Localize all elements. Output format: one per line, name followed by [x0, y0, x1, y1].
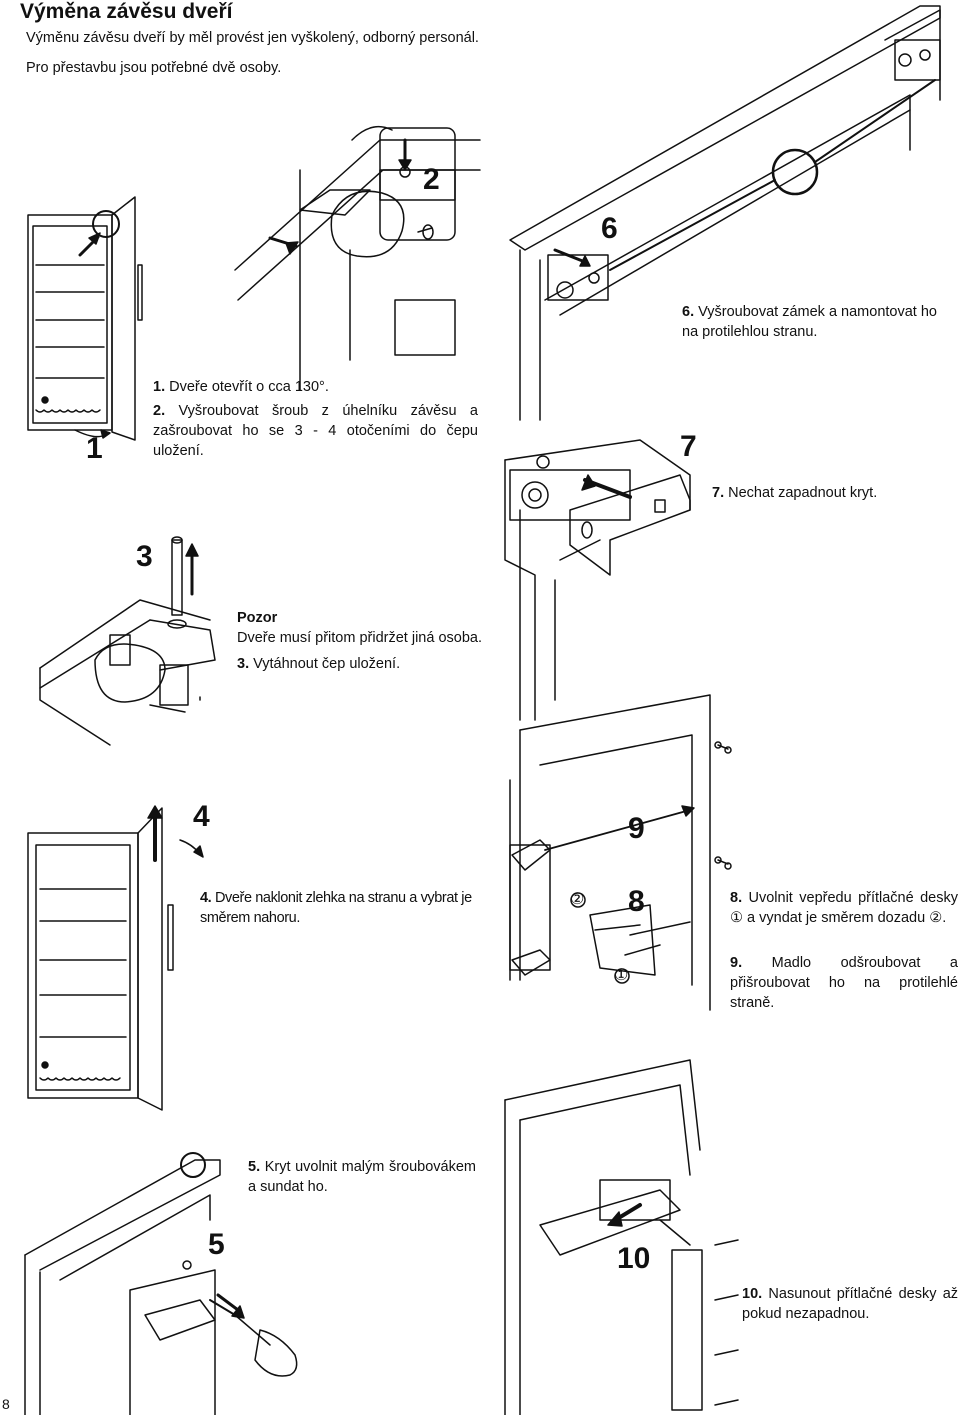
step-5-caption: 5. Kryt uvolnit malým šroubovákem a sund… — [248, 1159, 477, 1195]
page-number: 8 — [2, 1396, 10, 1412]
warning-box: Pozor Dveře musí přitom přidržet jiná os… — [237, 608, 482, 674]
step-2-caption: 2. Vyšroubovat šroub z úhelníku závěsu a… — [153, 403, 478, 459]
figure-label-3: 3 — [136, 540, 153, 573]
warning-heading: Pozor — [237, 610, 278, 626]
figure-mark-2: ② — [570, 891, 585, 908]
warning-text: Dveře musí přitom přidržet jiná osoba. — [237, 630, 482, 646]
figure-3-pin — [39, 536, 216, 746]
figure-2-hinge-screw — [234, 125, 481, 391]
figure-4-door-lift — [27, 805, 204, 1111]
figure-9-handle — [509, 694, 732, 1011]
figure-label-6: 6 — [601, 212, 618, 245]
figure-label-1: 1 — [86, 432, 103, 465]
step-8-caption: 8. Uvolnit vepředu přítlačné desky ① a v… — [730, 890, 958, 926]
step-9-caption: 9. Madlo odšroubovat a přišroubovat ho n… — [730, 955, 958, 1011]
figure-mark-1: ① — [614, 967, 629, 984]
intro-block: Výměnu závěsu dveří by měl provést jen v… — [26, 28, 481, 88]
figure-1-fridge-open — [27, 196, 143, 441]
figure-label-5: 5 — [208, 1228, 225, 1261]
figure-6-top-lock — [509, 5, 941, 421]
step-4-caption: 4. Dveře naklonit zlehka na stranu a vyb… — [200, 890, 472, 926]
figure-5-screwdriver — [24, 1152, 298, 1415]
figure-label-7: 7 — [680, 430, 697, 463]
step-1-caption: 1. Dveře otevřít o cca 130°. — [153, 379, 329, 395]
step-10-caption: 10. Nasunout přítlačné desky až pokud ne… — [742, 1286, 959, 1322]
page-title: Výměna závěsu dveří — [20, 0, 233, 23]
step-3-caption: 3. Vytáhnout čep uložení. — [237, 656, 401, 672]
figure-7-cover — [504, 439, 691, 721]
figure-8-plate — [570, 892, 691, 984]
intro-paragraph: Výměnu závěsu dveří by měl provést jen v… — [26, 30, 479, 46]
step-7-caption: 7. Nechat zapadnout kryt. — [712, 485, 878, 501]
step-6-caption: 6. Vyšroubovat zámek a namontovat ho na … — [682, 304, 937, 340]
figure-label-8: 8 — [628, 885, 645, 918]
figure-label-10: 10 — [617, 1242, 651, 1275]
figure-label-2: 2 — [423, 163, 440, 196]
figure-10-slide — [504, 1059, 739, 1415]
figure-label-9: 9 — [628, 812, 645, 845]
figure-label-4: 4 — [193, 800, 210, 833]
intro-paragraph: Pro přestavbu jsou potřebné dvě osoby. — [26, 60, 282, 76]
